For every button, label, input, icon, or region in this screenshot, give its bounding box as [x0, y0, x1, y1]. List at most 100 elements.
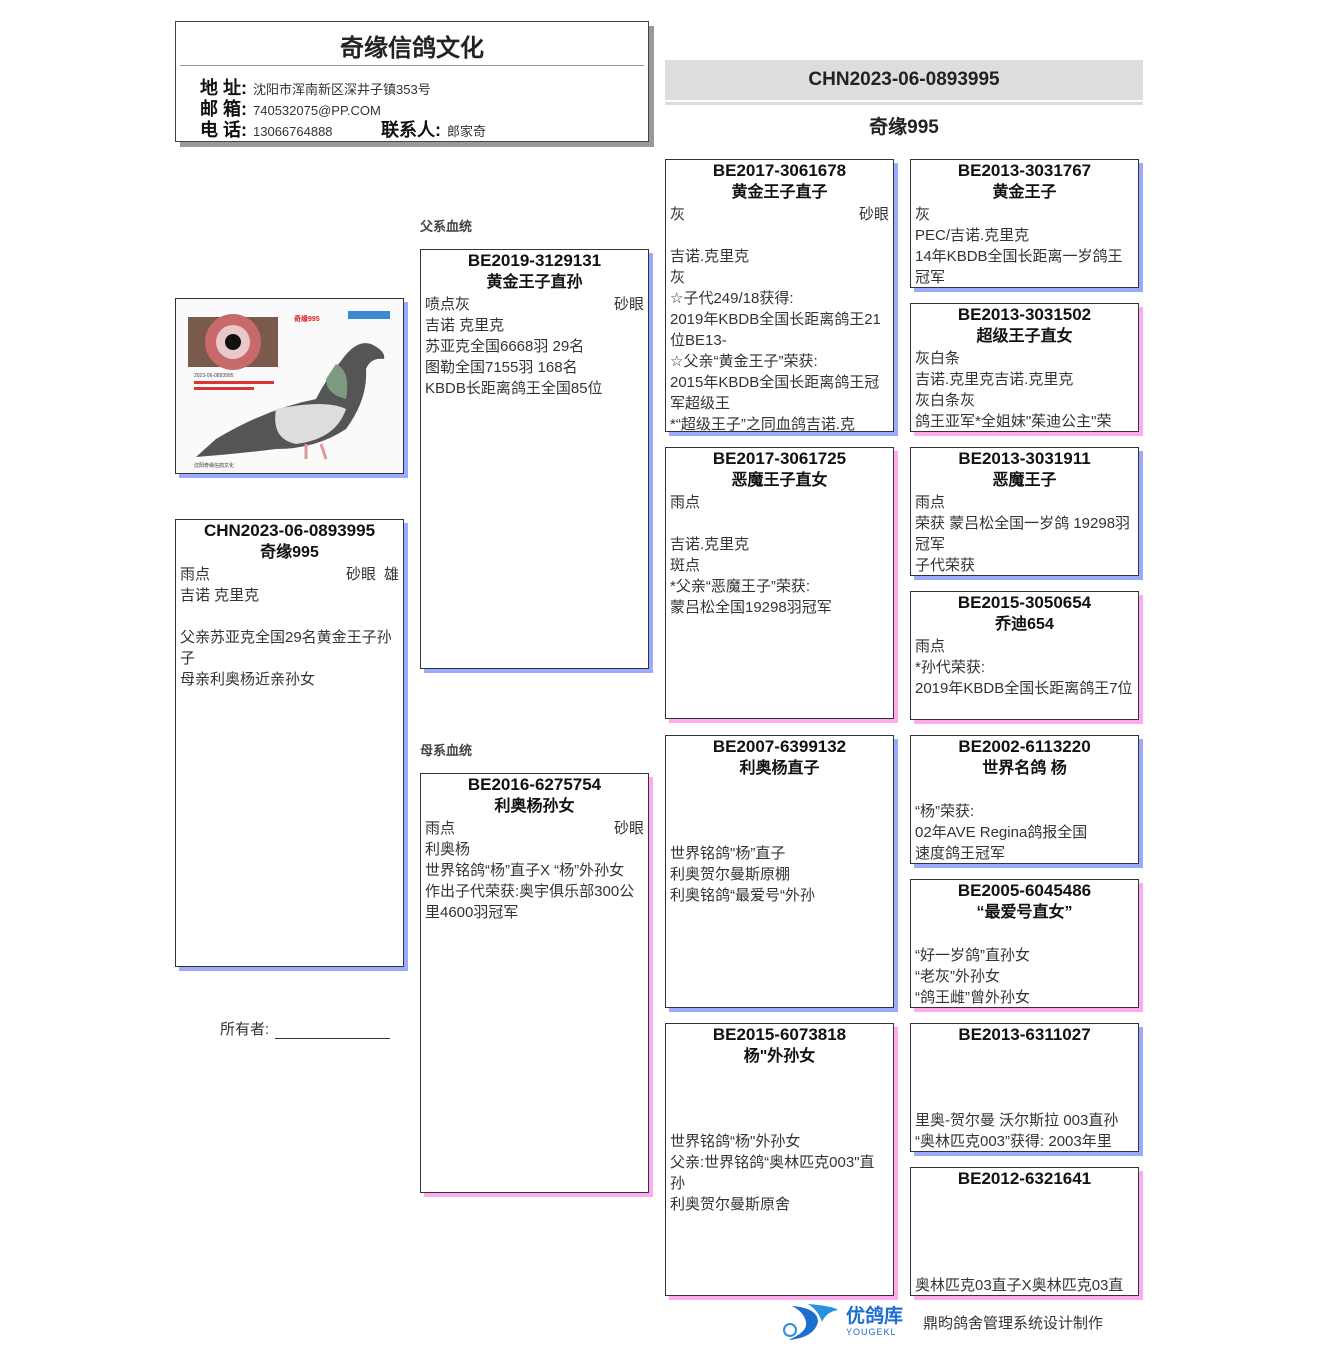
- line-text: 世界铭鸽"杨”直子: [670, 845, 786, 862]
- line-text: 世界铭鸽“杨"外孙女: [670, 1133, 801, 1150]
- card-line: [666, 513, 893, 534]
- card-line: 父亲苏亚克全国29名黄金王子孙子: [176, 627, 403, 669]
- email-row: 邮 箱:740532075@PP.COM: [200, 95, 381, 121]
- line-text: 利奥贺尔曼斯原舍: [670, 1196, 791, 1213]
- card-line: 2019年KBDB全国长距离鸽王21位BE13-: [666, 309, 893, 351]
- pigeon-name: 超级王子直女: [976, 328, 1073, 345]
- card-line: 利奥杨: [421, 839, 648, 860]
- line-text: 里奥-贺尔曼 沃尔斯拉 003直孙: [915, 1112, 1119, 1129]
- card-line: 吉诺.克里克: [666, 534, 893, 555]
- ring-number: CHN2023-06-0893995: [203, 521, 376, 540]
- card-line: [911, 1233, 1138, 1254]
- card-line: ☆父亲“黄金王子”荣获:: [666, 351, 893, 372]
- paternal-section-label: 父系血统: [420, 219, 473, 234]
- ring-number: BE2013-3031502: [957, 305, 1092, 324]
- line-text: 吉诺.克里克: [670, 248, 750, 265]
- card-line: 雨点砂眼雄: [176, 564, 403, 585]
- card-line: 作出子代荣获:奥宇俱乐部300公里4600羽冠军: [421, 881, 648, 923]
- card-line: [666, 801, 893, 822]
- line-text: 世界铭鸽“杨”直子X “杨”外孙女: [425, 862, 625, 879]
- pedigree-card-dsd[interactable]: BE2005-6045486“最爱号直女”“好一岁鸽”直孙女“老灰”外孙女“鸽王…: [910, 879, 1139, 1008]
- line-text: [915, 924, 1134, 945]
- owner-blank-line[interactable]: [275, 1024, 391, 1039]
- card-line: [911, 1068, 1138, 1089]
- pedigree-card-dss[interactable]: BE2002-6113220 世界名鸽 杨 “杨”荣获: 02年AVE Regina鸽…: [910, 735, 1139, 864]
- card-line: 2015年KBDB全国长距离鸽王冠军超级王: [666, 372, 893, 414]
- line-text: [915, 1254, 1134, 1275]
- photo-ring-text: 2023-06-0893995: [194, 373, 234, 379]
- email-value[interactable]: 740532075@PP.COM: [253, 103, 381, 118]
- card-line: *孙代荣获:: [911, 657, 1138, 678]
- line-text: “奥林匹克003”获得: 2003年里: [915, 1133, 1112, 1150]
- line-text: 斑点: [670, 557, 701, 574]
- card-line: [911, 1089, 1138, 1110]
- ring-number: BE2002-6113220: [958, 737, 1091, 756]
- pigeon-name: [911, 1046, 1138, 1068]
- line-text: “好一岁鸽”直孙女: [915, 947, 1030, 964]
- card-line: 14年KBDB全国长距离一岁鸽王冠军: [911, 246, 1138, 287]
- line-text: PEC/吉诺.克里克: [915, 227, 1030, 244]
- loft-title: 奇缘信鸽文化: [340, 35, 484, 62]
- card-line: [911, 1212, 1138, 1233]
- card-line: KBDB长距离鸽王全国85位: [421, 378, 648, 399]
- line-text: [670, 780, 889, 801]
- yougeku-logo-icon: [783, 1304, 838, 1340]
- ring-number: BE2007-6399132: [712, 737, 847, 756]
- card-line: [666, 1068, 893, 1089]
- card-line: *父亲“恶魔王子”荣获:: [666, 576, 893, 597]
- card-line: [666, 1110, 893, 1131]
- pigeon-name: 黄金王子直子: [731, 184, 828, 201]
- ring-number: BE2012-6321641: [957, 1169, 1092, 1188]
- card-line: 世界铭鸽"杨”直子: [666, 843, 893, 864]
- card-line: 速度鸽王冠军: [911, 843, 1138, 863]
- phone-label: 电 话:: [200, 120, 247, 140]
- card-line: [911, 1254, 1138, 1275]
- line-text: [670, 513, 889, 534]
- line-text: 图勒全国7155羽 168名: [425, 359, 578, 376]
- line-text: “杨”荣获:: [915, 803, 975, 820]
- eye-type: 砂眼: [613, 820, 644, 837]
- card-line: 2019年KBDB全国长距离鸽王7位: [911, 678, 1138, 699]
- line-text: [915, 780, 1134, 801]
- ring-number: BE2013-3031767: [957, 161, 1092, 180]
- card-line: 02年AVE Regina鸽报全国: [911, 822, 1138, 843]
- eye-type: 砂眼: [613, 296, 644, 313]
- footer: 优鸽库 YOUGEKL 鼎昀鸽舍管理系统设计制作: [778, 1302, 1103, 1342]
- sex: 雄: [383, 566, 399, 583]
- card-line: 喷点灰砂眼: [421, 294, 648, 315]
- ring-number: BE2013-3031911: [958, 449, 1091, 468]
- line-text: 利奥杨: [425, 841, 471, 858]
- card-line: 世界铭鸽“杨”直子X “杨”外孙女: [421, 860, 648, 881]
- line-text: ☆父亲“黄金王子”荣获:: [670, 353, 818, 370]
- card-line: 吉诺 克里克: [176, 585, 403, 606]
- ring-number: BE2016-6275754: [467, 775, 602, 794]
- pigeon-name: 杨"外孙女: [743, 1048, 816, 1065]
- card-line: 灰白条: [911, 348, 1138, 369]
- card-line: 雨点: [911, 636, 1138, 657]
- pigeon-name: 世界名鸽 杨: [982, 760, 1067, 777]
- ring-number: BE2015-6073818: [712, 1025, 847, 1044]
- card-line: PEC/吉诺.克里克: [911, 225, 1138, 246]
- divider: [180, 65, 644, 66]
- ring-number: BE2017-3061678: [712, 161, 847, 180]
- pedigree-card-ddd[interactable]: BE2012-6321641奥林匹克03直子X奥林匹克03直女” “奥林匹克03…: [910, 1167, 1139, 1296]
- line-text: KBDB长距离鸽王全国85位: [425, 380, 603, 397]
- pigeon-name: 黄金王子直孙: [486, 274, 583, 291]
- card-line: 吉诺 克里克: [421, 315, 648, 336]
- card-line: 吉诺.克里克吉诺.克里克: [911, 369, 1138, 390]
